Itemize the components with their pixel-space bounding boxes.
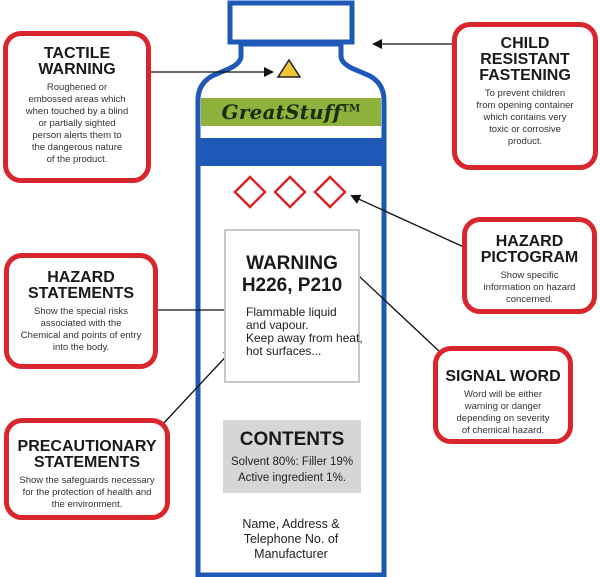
hazard-line: Keep away from heat, — [246, 331, 363, 345]
callout-line: of the product. — [46, 154, 108, 165]
callout-hazard-pictogram: HAZARD PICTOGRAM Show specific informati… — [462, 217, 597, 314]
callout-description: Show the special risks associated with t… — [9, 306, 153, 354]
hazard-diamond-icon — [233, 175, 267, 209]
callout-title: WARNING — [38, 61, 116, 78]
tactile-warning-triangle-icon — [276, 58, 302, 78]
callout-title: FASTENING — [479, 67, 571, 84]
hazard-line: hot surfaces... — [246, 344, 322, 358]
callout-line: Roughened or — [46, 82, 108, 93]
callout-title: TACTILE — [43, 45, 111, 62]
callout-title: PRECAUTIONARY — [17, 438, 157, 455]
hazard-pictogram-arrow — [350, 194, 467, 249]
callout-description: To prevent children from opening contain… — [457, 88, 593, 148]
callout-line: when touched by a blind — [25, 106, 129, 117]
hazard-diamond-icon — [313, 175, 347, 209]
bottle-cap — [227, 0, 355, 45]
callout-line: associated with the — [40, 318, 122, 329]
callout-description: Show the safeguards necessary for the pr… — [9, 475, 165, 511]
callout-line: To prevent children — [484, 88, 566, 99]
callout-title: HAZARD — [495, 233, 564, 250]
callout-title: RESISTANT — [480, 51, 570, 68]
callout-tactile-warning: TACTILE WARNING Roughened or embossed ar… — [3, 31, 151, 183]
brand-band: GreatStuffTM — [201, 98, 381, 126]
brand-name: GreatStuffTM — [221, 100, 361, 124]
signal-word-arrow — [342, 260, 441, 353]
callout-line: person alerts them to — [32, 130, 122, 141]
callout-line: information on hazard — [483, 282, 576, 293]
contents-panel: CONTENTS Solvent 80%: Filler 19% Active … — [223, 420, 361, 493]
hazard-diamond-icon — [273, 175, 307, 209]
manufacturer-line: Name, Address & — [242, 517, 340, 531]
contents-line: Solvent 80%: Filler 19% — [230, 456, 354, 468]
callout-line: the dangerous nature — [31, 142, 123, 153]
hazard-pictograms — [233, 175, 347, 209]
callout-line: concerned. — [505, 294, 553, 305]
contents-title: CONTENTS — [239, 429, 345, 450]
callout-description: Roughened or embossed areas which when t… — [8, 82, 146, 166]
callout-hazard-statements: HAZARD STATEMENTS Show the special risks… — [4, 253, 158, 369]
hazard-line: and vapour. — [246, 318, 309, 332]
callout-line: toxic or corrosive — [489, 124, 561, 135]
callout-title: PICTOGRAM — [480, 249, 579, 266]
callout-line: of chemical hazard. — [461, 425, 545, 436]
hazard-line: Flammable liquid — [246, 305, 337, 319]
callout-line: warning or danger — [464, 401, 542, 412]
callout-title: CHILD — [500, 35, 550, 52]
hazard-codes: H226, P210 — [241, 275, 343, 296]
callout-title: SIGNAL WORD — [445, 368, 561, 385]
callout-line: Show the special risks — [34, 306, 128, 317]
callout-line: embossed areas which — [28, 94, 126, 105]
warning-panel: WARNING H226, P210 Flammable liquid and … — [224, 229, 363, 383]
manufacturer-info: Name, Address & Telephone No. of Manufac… — [210, 517, 372, 562]
callout-line: Show the safeguards necessary — [19, 475, 155, 486]
signal-word-text: WARNING — [246, 253, 338, 274]
callout-line: from opening container — [476, 100, 574, 111]
callout-title: STATEMENTS — [27, 285, 135, 302]
hazard-statement-text: Flammable liquid and vapour. Keep away f… — [246, 306, 364, 358]
manufacturer-line: Manufacturer — [254, 547, 328, 561]
callout-title: STATEMENTS — [33, 454, 141, 471]
manufacturer-line: Telephone No. of — [243, 532, 339, 546]
callout-line: which contains very — [483, 112, 567, 123]
callout-line: or partially sighted — [38, 118, 116, 129]
callout-precautionary-statements: PRECAUTIONARY STATEMENTS Show the safegu… — [4, 418, 170, 520]
callout-description: Show specific information on hazard conc… — [467, 270, 592, 306]
callout-description: Word will be either warning or danger de… — [438, 389, 568, 437]
callout-line: product. — [507, 136, 543, 147]
callout-child-resistant: CHILD RESISTANT FASTENING To prevent chi… — [452, 22, 598, 170]
callout-title: HAZARD — [47, 269, 115, 286]
callout-line: the environment. — [51, 499, 123, 510]
callout-line: Word will be either — [464, 389, 542, 400]
precautionary-arrow — [161, 348, 234, 426]
blue-band — [198, 138, 384, 166]
trademark-mark: TM — [341, 103, 361, 115]
contents-line: Active ingredient 1%. — [237, 472, 347, 484]
callout-line: into the body. — [52, 342, 110, 353]
callout-line: depending on severity — [456, 413, 550, 424]
callout-line: Show specific — [500, 270, 559, 281]
callout-line: for the protection of health and — [22, 487, 152, 498]
callout-line: Chemical and points of entry — [20, 330, 142, 341]
callout-signal-word: SIGNAL WORD Word will be either warning … — [433, 346, 573, 444]
